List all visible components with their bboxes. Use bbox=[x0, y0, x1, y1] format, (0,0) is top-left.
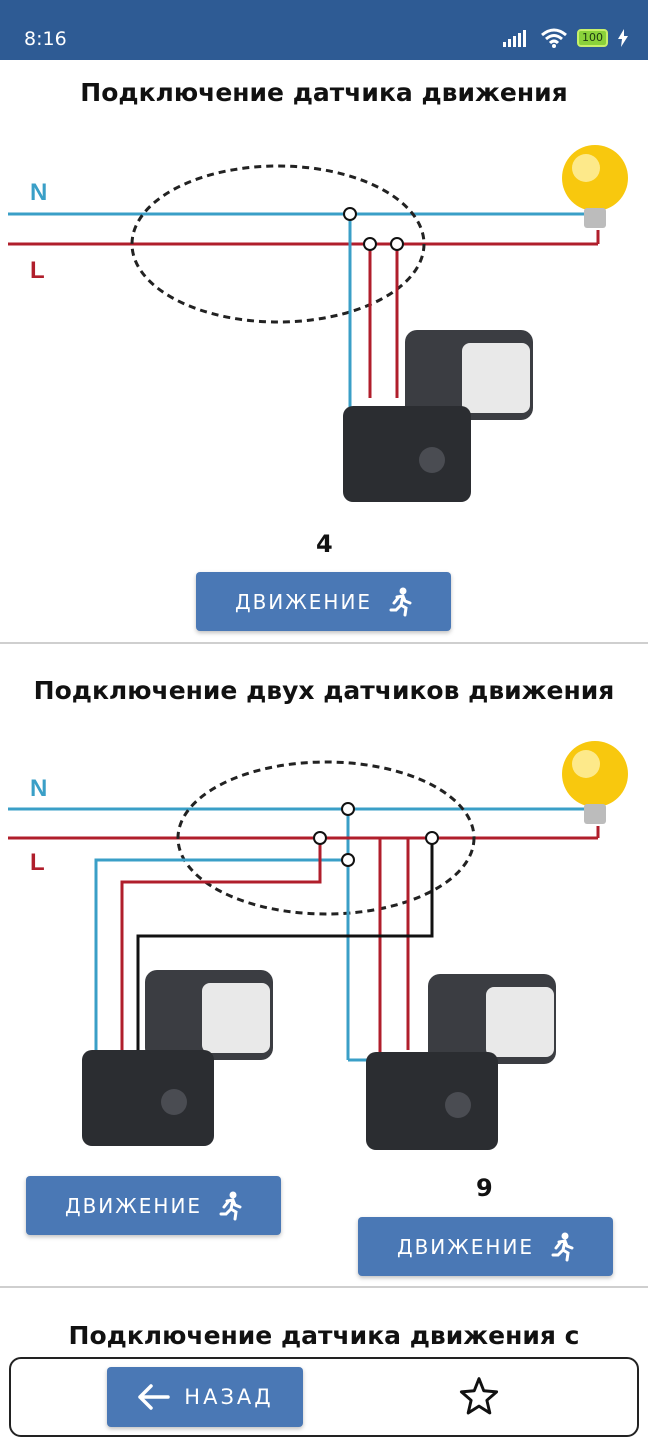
running-person-icon bbox=[551, 1232, 574, 1261]
motion-button-2[interactable]: ДВИЖЕНИЕ bbox=[26, 1176, 281, 1235]
status-icons: 100 bbox=[503, 28, 628, 48]
star-icon[interactable] bbox=[457, 1375, 501, 1419]
status-bar: 8:16 100 bbox=[0, 0, 648, 60]
motion-button-label: ДВИЖЕНИЕ bbox=[234, 589, 373, 614]
running-person-icon bbox=[219, 1191, 242, 1220]
bottom-bar: НАЗАД bbox=[9, 1357, 639, 1437]
section2-count: 9 bbox=[476, 1174, 493, 1202]
wifi-icon bbox=[541, 28, 567, 48]
light-bulb-icon bbox=[562, 741, 628, 824]
running-person-icon bbox=[389, 587, 412, 616]
motion-button-label: ДВИЖЕНИЕ bbox=[396, 1234, 535, 1259]
back-arrow-icon bbox=[138, 1384, 171, 1410]
live-label: L bbox=[30, 849, 45, 876]
motion-button-1[interactable]: ДВИЖЕНИЕ bbox=[196, 572, 451, 631]
charging-icon bbox=[618, 29, 628, 47]
motion-sensor-icon bbox=[366, 974, 556, 1150]
section3-title: Подключение датчика движения с bbox=[68, 1321, 580, 1350]
battery-icon: 100 bbox=[577, 29, 608, 47]
motion-button-label: ДВИЖЕНИЕ bbox=[64, 1193, 203, 1218]
wiring-diagram-double: N L bbox=[8, 741, 628, 1150]
motion-button-3[interactable]: ДВИЖЕНИЕ bbox=[358, 1217, 613, 1276]
wiring-diagram-single: N L bbox=[8, 145, 628, 502]
light-bulb-icon bbox=[562, 145, 628, 228]
status-time: 8:16 bbox=[24, 28, 67, 50]
section1-count: 4 bbox=[316, 530, 333, 558]
back-button-label: НАЗАД bbox=[184, 1385, 274, 1409]
motion-sensor-icon bbox=[343, 330, 533, 502]
signal-icon bbox=[503, 30, 526, 47]
section-divider bbox=[0, 1286, 648, 1288]
back-button[interactable]: НАЗАД bbox=[107, 1367, 303, 1427]
neutral-label: N bbox=[30, 179, 47, 206]
motion-sensor-icon bbox=[82, 970, 273, 1146]
section2-title: Подключение двух датчиков движения bbox=[33, 676, 615, 705]
section1-title: Подключение датчика движения bbox=[80, 78, 568, 107]
section-divider bbox=[0, 642, 648, 644]
live-label: L bbox=[30, 257, 45, 284]
neutral-label: N bbox=[30, 775, 47, 802]
